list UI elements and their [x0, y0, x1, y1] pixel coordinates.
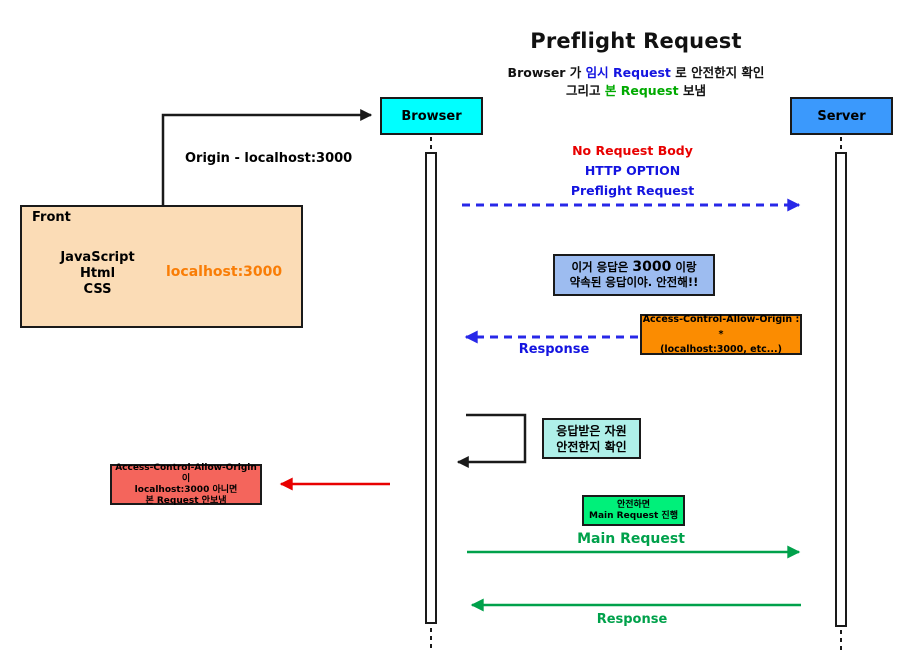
subtitle2-post: 보냄 [678, 83, 706, 98]
browser-actor-label: Browser [401, 108, 462, 124]
origin-arrow-label: Origin - localhost:3000 [185, 151, 353, 166]
promise-line1-em: 3000 [632, 259, 672, 275]
final-response-label: Response [596, 612, 668, 627]
subtitle1-pre: Browser 가 [507, 65, 586, 80]
subtitle2-pre: 그리고 [566, 83, 605, 98]
front-tech-javascript: JavaScript [60, 250, 135, 265]
server-actor-box: Server [790, 97, 893, 135]
promise-note-box: 이거 응답은 3000 이랑 약속된 응답이야. 안전해!! [553, 254, 715, 296]
acao-note-line2: (localhost:3000, etc...) [660, 344, 782, 355]
http-option-label: HTTP OPTION [584, 163, 681, 178]
promise-line1-pre: 이거 응답은 [571, 260, 633, 274]
subtitle1-highlight: 임시 Request [585, 65, 671, 80]
preflight-response-label: Response [518, 342, 590, 357]
resource-check-note-box: 응답받은 자원 안전한지 확인 [542, 418, 641, 459]
promise-line1-post: 이랑 [671, 260, 697, 274]
subtitle-line-1: Browser 가 임시 Request 로 안전한지 확인 [450, 62, 822, 81]
front-tech-list: JavaScript Html CSS [40, 250, 155, 298]
browser-actor-box: Browser [380, 97, 483, 135]
preflight-request-label: Preflight Request [570, 183, 695, 198]
acao-header-note-box: Access-Control-Allow-Origin : * (localho… [640, 314, 802, 355]
no-request-body-label: No Request Body [572, 143, 693, 158]
check-note-line2: 안전한지 확인 [556, 439, 627, 454]
subtitle1-post: 로 안전한지 확인 [670, 65, 765, 80]
allow-note-line1: 안전하면 [616, 499, 651, 510]
browser-activation-bar [425, 152, 437, 624]
page-title: Preflight Request [530, 29, 742, 53]
subtitle2-highlight: 본 Request [604, 83, 679, 98]
origin-arrow [161, 109, 373, 205]
acao-note-line1: Access-Control-Allow-Origin : * [642, 314, 800, 340]
check-note-line1: 응답받은 자원 [556, 423, 627, 438]
promise-note-line2: 약속된 응답이야. 안전해!! [569, 275, 699, 289]
front-tech-css: CSS [83, 282, 112, 297]
self-check-loop-arrow [456, 413, 527, 468]
server-actor-label: Server [817, 108, 866, 124]
main-request-label: Main Request [577, 531, 685, 547]
deny-note-line2: localhost:3000 아니면 [134, 484, 238, 495]
allow-note-line2: Main Request 진행 [589, 510, 678, 521]
preflight-label-stack: No Request Body HTTP OPTION Preflight Re… [495, 141, 770, 201]
deny-note-box: Access-Control-Allow-Origin 이 localhost:… [110, 462, 262, 506]
allow-note-box: 안전하면 Main Request 진행 [582, 495, 685, 526]
deny-note-line3: 본 Request 안보냄 [145, 495, 227, 506]
front-package-box [20, 205, 303, 328]
promise-note-line1: 이거 응답은 3000 이랑 [571, 260, 696, 275]
front-tech-html: Html [79, 266, 116, 281]
subtitle-line-2: 그리고 본 Request 보냄 [450, 80, 822, 99]
server-activation-bar [835, 152, 847, 627]
front-origin-host: localhost:3000 [166, 264, 283, 280]
deny-note-line1: Access-Control-Allow-Origin 이 [115, 462, 257, 484]
front-tab-label: Front [32, 210, 71, 225]
